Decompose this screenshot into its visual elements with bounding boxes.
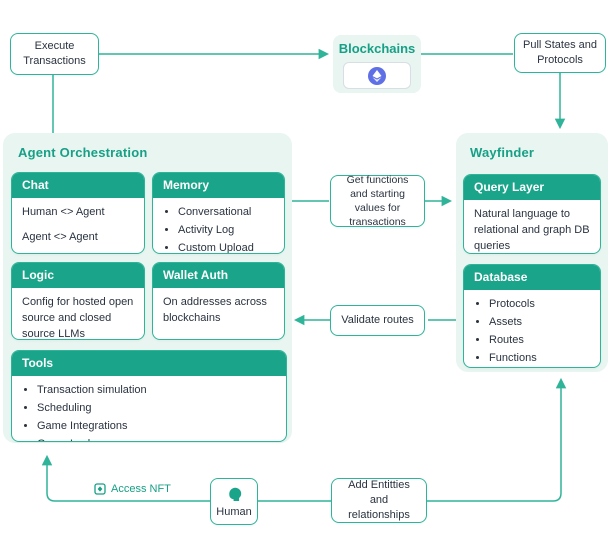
blockchain-chip	[343, 62, 411, 89]
node-pull-states: Pull States and Protocols	[514, 33, 606, 73]
human-head-icon	[227, 487, 242, 503]
card-memory-title: Memory	[153, 173, 284, 198]
card-tools: Tools Transaction simulation Scheduling …	[11, 350, 287, 442]
card-logic: Logic Config for hosted open source and …	[11, 262, 145, 340]
card-database-title: Database	[464, 265, 600, 290]
node-human-label: Human	[216, 505, 252, 518]
card-query-layer-body: Natural language to relational and graph…	[474, 208, 590, 252]
wayfinder-title: Wayfinder	[470, 145, 535, 160]
nft-badge-icon	[94, 483, 106, 495]
blockchains-panel: Blockchains	[333, 35, 421, 93]
card-chat-body: Human <> Agent Agent <> Agent	[12, 198, 144, 253]
node-execute-transactions: Execute Transactions	[10, 33, 99, 75]
database-item: Routes	[489, 333, 590, 349]
card-tools-body: Transaction simulation Scheduling Game I…	[12, 376, 286, 441]
card-wallet-auth-body: On addresses across blockchains	[163, 296, 267, 324]
ethereum-icon	[368, 66, 386, 85]
card-wallet-auth-title: Wallet Auth	[153, 263, 284, 288]
card-query-layer-title: Query Layer	[464, 175, 600, 200]
node-pull-states-label: Pull States and Protocols	[523, 39, 597, 66]
card-database-body: Protocols Assets Routes Functions Time S…	[464, 290, 600, 367]
card-chat-title: Chat	[12, 173, 144, 198]
node-get-functions: Get functions and starting values for tr…	[330, 173, 425, 229]
card-memory: Memory Conversational Activity Log Custo…	[152, 172, 285, 254]
node-human: Human	[210, 478, 258, 525]
tools-item: Transaction simulation	[37, 383, 276, 399]
node-add-entities: Add Entitties and relationships	[331, 478, 427, 523]
database-item: Protocols	[489, 297, 590, 313]
chat-line: Human <> Agent	[22, 206, 105, 218]
memory-item: Custom Upload	[178, 241, 274, 253]
card-tools-title: Tools	[12, 351, 286, 376]
card-query-layer: Query Layer Natural language to relation…	[463, 174, 601, 254]
tools-item: Game Integrations	[37, 419, 276, 435]
card-database: Database Protocols Assets Routes Functio…	[463, 264, 601, 368]
database-item: Assets	[489, 315, 590, 331]
agent-orchestration-title: Agent Orchestration	[18, 145, 148, 160]
card-logic-title: Logic	[12, 263, 144, 288]
node-add-entities-label: Add Entitties and relationships	[348, 479, 410, 521]
chat-line: Agent <> Agent	[22, 230, 98, 243]
tools-item: Scheduling	[37, 401, 276, 417]
node-execute-transactions-label: Execute Transactions	[23, 40, 86, 67]
card-chat: Chat Human <> Agent Agent <> Agent	[11, 172, 145, 254]
node-get-functions-label: Get functions and starting values for tr…	[346, 173, 409, 229]
tools-item: Game Locks	[37, 437, 276, 441]
blockchains-title: Blockchains	[338, 41, 416, 56]
card-memory-body: Conversational Activity Log Custom Uploa…	[153, 198, 284, 253]
node-validate-routes-label: Validate routes	[341, 314, 414, 327]
card-logic-body: Config for hosted open source and closed…	[22, 296, 134, 340]
access-nft-label-group: Access NFT	[94, 483, 171, 495]
memory-item: Conversational	[178, 205, 274, 221]
connector-addentities-to-database	[427, 377, 567, 502]
memory-item: Activity Log	[178, 223, 274, 239]
database-item: Functions	[489, 351, 590, 367]
node-validate-routes: Validate routes	[330, 305, 425, 336]
card-wallet-auth: Wallet Auth On addresses across blockcha…	[152, 262, 285, 340]
access-nft-label: Access NFT	[111, 483, 171, 495]
